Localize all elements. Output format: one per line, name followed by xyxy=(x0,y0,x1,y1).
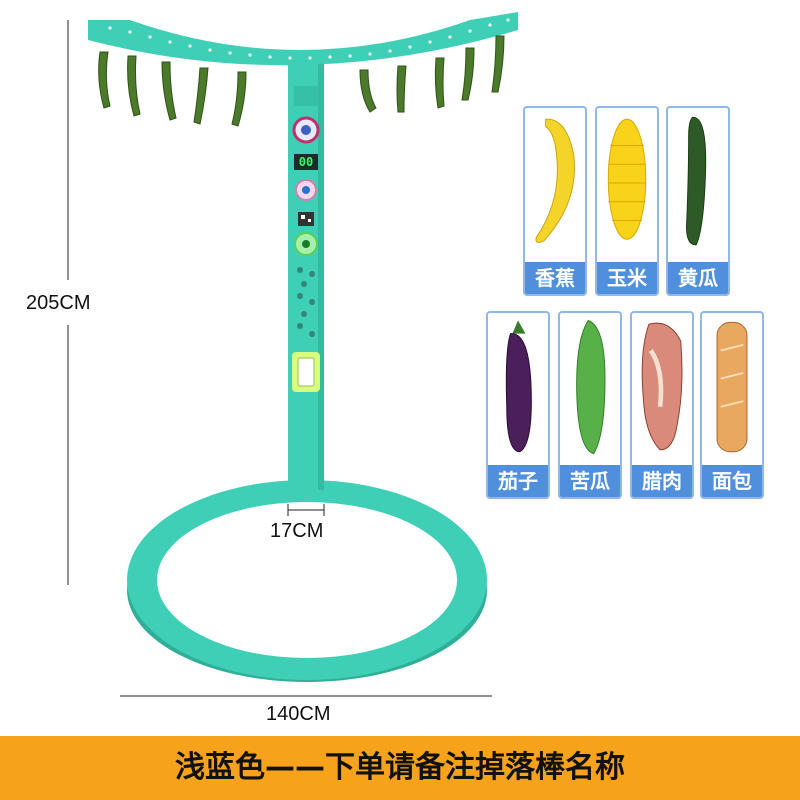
item-card-banana: 香蕉 xyxy=(523,106,587,296)
qr-code-icon xyxy=(298,212,314,226)
pole-shade xyxy=(318,60,324,490)
item-label: 茄子 xyxy=(488,465,548,497)
hanging-cucumber-icon xyxy=(98,51,111,109)
item-label: 黄瓜 xyxy=(668,262,728,294)
arch-leds xyxy=(108,18,510,60)
base-ring-hole xyxy=(157,502,457,658)
item-label: 腊肉 xyxy=(632,465,692,497)
height-label: 205CM xyxy=(26,292,91,314)
hanging-cucumber-icon xyxy=(161,61,177,121)
drop-stick-machine xyxy=(67,12,518,697)
decorative-pattern xyxy=(297,267,315,337)
item-card-cucumber: 黄瓜 xyxy=(666,106,730,296)
top-arch xyxy=(88,12,518,66)
corn-icon xyxy=(607,118,647,240)
score-display: 00 xyxy=(298,155,314,169)
bread-icon xyxy=(716,321,748,453)
banana-icon xyxy=(535,118,575,243)
panel-instructions xyxy=(294,86,318,106)
hanging-cucumber-icon xyxy=(231,71,247,127)
base-width-label: 140CM xyxy=(266,703,331,725)
item-label: 玉米 xyxy=(597,262,657,294)
item-card-bacon: 腊肉 xyxy=(630,311,694,499)
item-card-bitter-melon: 苦瓜 xyxy=(558,311,622,499)
pole-width-label: 17CM xyxy=(270,520,324,542)
hanging-cucumbers xyxy=(98,35,505,127)
item-label: 面包 xyxy=(702,465,762,497)
order-note-banner: 浅蓝色——下单请备注掉落棒名称 xyxy=(0,736,800,800)
hanging-cucumber-icon xyxy=(359,69,377,113)
eggplant-icon xyxy=(505,320,532,453)
cucumber-icon xyxy=(686,116,707,246)
hanging-cucumber-icon xyxy=(396,65,407,113)
item-card-bread: 面包 xyxy=(700,311,764,499)
hanging-cucumber-icon xyxy=(461,47,475,101)
bacon-icon xyxy=(641,322,683,451)
item-label: 苦瓜 xyxy=(560,465,620,497)
hanging-cucumber-icon xyxy=(434,57,445,109)
item-card-corn: 玉米 xyxy=(595,106,659,296)
coin-slot xyxy=(297,357,315,387)
item-label: 香蕉 xyxy=(525,262,585,294)
hanging-cucumber-icon xyxy=(491,35,505,93)
bitter-melon-icon xyxy=(576,319,606,455)
item-card-eggplant: 茄子 xyxy=(486,311,550,499)
hanging-cucumber-icon xyxy=(193,67,209,125)
hanging-cucumber-icon xyxy=(127,55,141,117)
order-note-text: 浅蓝色——下单请备注掉落棒名称 xyxy=(175,750,625,785)
score-display-bg xyxy=(294,154,318,170)
